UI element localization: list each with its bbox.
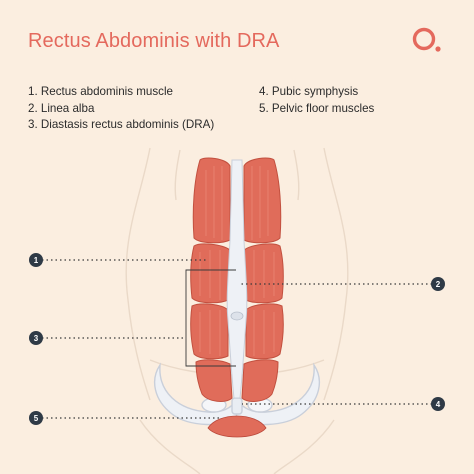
muscle-fibres — [199, 166, 275, 356]
marker-2-label: 2 — [436, 280, 441, 289]
marker-1-label: 1 — [34, 256, 39, 265]
umbilicus — [230, 311, 244, 321]
legend-item-pelvic-floor: 5. Pelvic floor muscles — [259, 101, 375, 115]
marker-3-label: 3 — [34, 334, 39, 343]
rectus-left — [190, 157, 233, 402]
marker-5-label: 5 — [34, 414, 39, 423]
marker-4: 4 — [431, 397, 445, 411]
legend-item-dra: 3. Diastasis rectus abdominis (DRA) — [28, 118, 215, 131]
marker-4-label: 4 — [436, 400, 441, 409]
pelvic-floor-muscle — [207, 415, 267, 438]
marker-5: 5 — [29, 411, 43, 425]
legend-left: 1. Rectus abdominis muscle 2. Linea alba… — [28, 84, 214, 134]
o-dot-logo-icon — [412, 27, 441, 52]
marker-3: 3 — [29, 331, 43, 345]
linea-alba — [226, 159, 248, 399]
legend-right: 4. Pubic symphysis 5. Pelvic floor muscl… — [259, 84, 374, 117]
page-title: Rectus Abdominis with DRA — [28, 30, 280, 52]
legend-item-linea-alba: 2. Linea alba — [28, 101, 95, 115]
marker-1: 1 — [29, 253, 43, 267]
legend-item-pubic-symphysis: 4. Pubic symphysis — [259, 85, 359, 98]
rectus-right — [241, 157, 284, 402]
leader-lines — [42, 259, 432, 419]
legend-item-rectus-abdominis: 1. Rectus abdominis muscle — [28, 85, 173, 98]
marker-2: 2 — [431, 277, 445, 291]
dra-bracket — [185, 269, 236, 367]
